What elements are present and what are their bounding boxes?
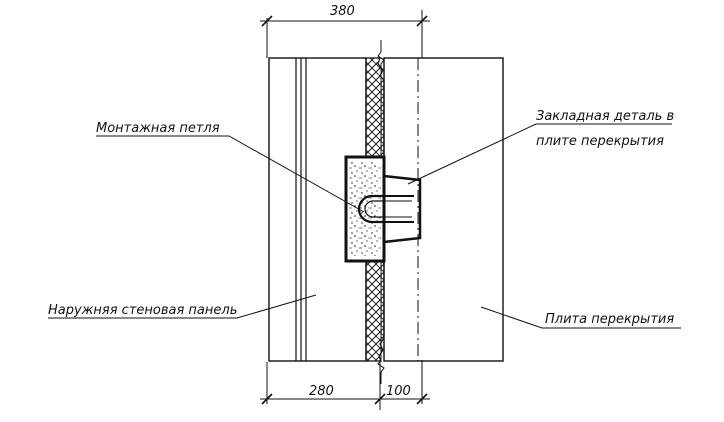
label-embedded-part-line2: плите перекрытия	[536, 134, 664, 149]
floor-slab	[383, 57, 504, 362]
dimension-bottom-left-value: 280	[309, 384, 334, 399]
floor-slab-outline	[383, 57, 504, 362]
label-embedded-part-line1: Закладная деталь в	[536, 109, 674, 124]
dim-bottom-tick-left	[261, 393, 273, 405]
leader-embedded-part	[407, 123, 672, 185]
label-outer-wall-panel: Наружняя стеновая панель	[48, 303, 237, 318]
dim-top-tick-right	[416, 15, 428, 27]
dimension-top-value: 380	[330, 4, 355, 19]
embedded-part	[383, 174, 422, 244]
dimension-bottom-right-value: 100	[386, 384, 411, 399]
label-mounting-loop: Монтажная петля	[96, 121, 220, 136]
leader-floor-slab	[480, 306, 681, 329]
embedded-part-outline	[383, 174, 422, 244]
dim-bottom-tick-mid	[374, 393, 386, 405]
leader-wall-panel	[48, 294, 317, 319]
leader-lines	[48, 123, 681, 329]
loop-hook-inner	[364, 200, 384, 218]
label-floor-slab: Плита перекрытия	[545, 312, 674, 327]
dim-top-tick-left	[261, 15, 273, 27]
leader-mounting-loop	[96, 135, 365, 213]
dimension-bottom	[260, 360, 430, 410]
dim-bottom-tick-right	[416, 393, 428, 405]
dimension-top	[260, 10, 430, 58]
